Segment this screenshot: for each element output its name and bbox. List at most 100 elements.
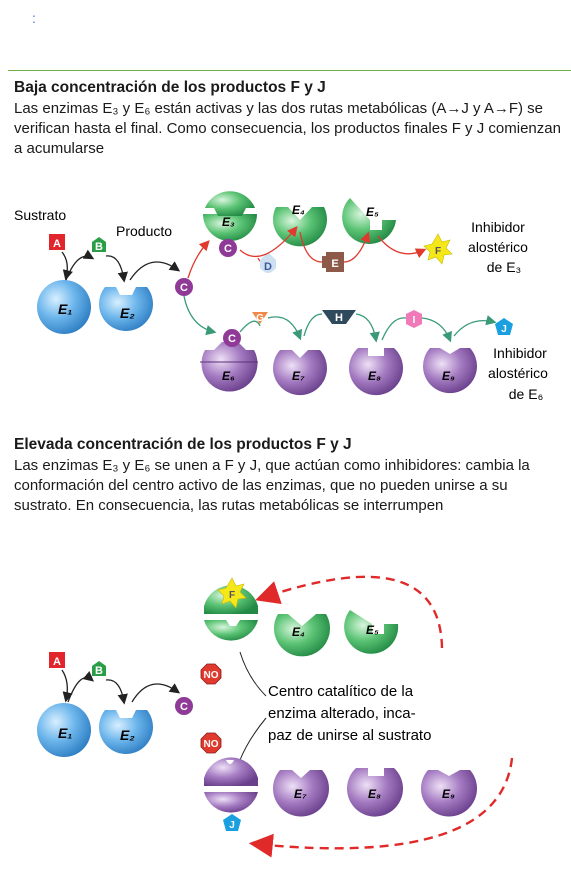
- enzyme-e5: E₅: [342, 198, 396, 245]
- svg-text:E: E: [331, 258, 338, 270]
- arrow-d-e4: [239, 225, 298, 258]
- metabolite-j: [495, 318, 513, 335]
- inhib-e6-line3: de E₆: [509, 386, 543, 402]
- metabolite-b: [92, 237, 106, 252]
- enzyme-e8-2: E₈: [347, 768, 403, 817]
- enzyme-e6: E₆: [200, 342, 258, 392]
- svg-text:C: C: [224, 243, 232, 255]
- note-pointer-top: [239, 651, 267, 697]
- metabolite-f-bound: [217, 577, 247, 609]
- svg-text:F: F: [435, 246, 441, 257]
- svg-text:E₇: E₇: [294, 787, 307, 801]
- inhib-e6-line1: Inhibidor: [493, 345, 547, 361]
- enzyme-e2: E₂: [99, 287, 154, 331]
- no-sign-bottom: NO: [200, 732, 222, 754]
- svg-text:E₄: E₄: [292, 625, 305, 639]
- diagram-low-concentration: Sustrato Producto A B E₁ E₂ C E₃ C E₄ D …: [14, 191, 548, 402]
- enzyme-e1-2: E₁: [37, 703, 91, 757]
- svg-text:D: D: [264, 261, 272, 273]
- inhib-e3-line2: alostérico: [468, 239, 528, 255]
- svg-text:E₈: E₈: [368, 787, 381, 801]
- svg-text:E₅: E₅: [366, 205, 379, 219]
- enzyme-e8: E₈: [349, 348, 403, 396]
- enzyme-e3: E₃: [203, 191, 257, 241]
- enzyme-e7-2: E₇: [273, 770, 329, 817]
- svg-text:E₂: E₂: [120, 727, 135, 743]
- svg-text:E₃: E₃: [222, 215, 235, 229]
- svg-text:E₄: E₄: [292, 203, 305, 217]
- enzyme-e9-2: E₉: [421, 770, 478, 817]
- section1-body: Las enzimas E₃ y E₆ están activas y las …: [14, 100, 561, 157]
- metabolite-g: [252, 312, 268, 324]
- metabolite-h: [322, 310, 356, 324]
- arrow-b-e2: [105, 255, 128, 283]
- metabolite-e: [326, 252, 344, 272]
- arrow-e-e5: [343, 231, 371, 263]
- inhib-e3-line1: Inhibidor: [471, 219, 525, 235]
- metabolite-c-e6: [223, 329, 241, 347]
- note-line3: paz de unirse al sustrato: [268, 727, 431, 744]
- section-divider: [8, 70, 571, 71]
- metabolite-a: [49, 234, 65, 250]
- arrow-a-e1: [61, 251, 73, 281]
- svg-text:H: H: [335, 312, 343, 324]
- svg-text:I: I: [413, 315, 416, 326]
- feedback-arrow-f: [255, 575, 444, 649]
- arrow-e9-j: [453, 315, 497, 337]
- enzyme-e9: E₉: [423, 348, 478, 394]
- sustrato-label: Sustrato: [14, 207, 66, 223]
- svg-text:E₁: E₁: [58, 725, 72, 741]
- no-sign-top: NO: [200, 663, 222, 685]
- svg-text:F: F: [229, 590, 235, 601]
- svg-text:E₅: E₅: [366, 623, 379, 637]
- feedback-arrow-j: [248, 757, 514, 858]
- svg-text:E₉: E₉: [442, 787, 455, 801]
- svg-text:NO: NO: [204, 670, 219, 681]
- metabolite-d: [260, 252, 276, 273]
- svg-text:E₉: E₉: [442, 369, 455, 383]
- svg-text:E₆: E₆: [222, 369, 235, 383]
- svg-text:C: C: [228, 333, 236, 345]
- note-line2: enzima alterado, inca-: [268, 705, 416, 722]
- svg-text:J: J: [501, 324, 507, 335]
- metabolite-c-2: [175, 697, 193, 715]
- enzyme-e4: E₄: [273, 203, 327, 247]
- enzyme-e2-2: E₂: [99, 710, 154, 754]
- svg-text:B: B: [95, 241, 103, 253]
- arrow-c-e6: [183, 295, 217, 336]
- svg-text:E₈: E₈: [368, 369, 381, 383]
- inhib-e3-line3: de E₃: [487, 259, 522, 275]
- diagram-high-concentration: A B E₁ E₂ C NO NO F E₄ E₅ Centro catalít…: [37, 575, 514, 858]
- arrow-e2-c: [129, 261, 181, 281]
- section2-body: Las enzimas E₃ y E₆ se unen a F y J, que…: [14, 457, 530, 514]
- note-line1: Centro catalítico de la: [268, 683, 414, 700]
- svg-text:A: A: [53, 656, 61, 668]
- top-mark: :: [32, 10, 36, 26]
- svg-text:B: B: [95, 665, 103, 677]
- enzyme-e5-2: E₅: [344, 610, 399, 654]
- arrow-h-e8: [355, 313, 380, 343]
- arrow-g-e7: [267, 316, 303, 341]
- svg-text:E₇: E₇: [292, 369, 305, 383]
- arrow-i-e9: [421, 317, 452, 343]
- producto-label: Producto: [116, 223, 172, 239]
- arrow-e5-f: [377, 235, 427, 258]
- metabolite-a-2: [49, 652, 65, 668]
- svg-text:E₂: E₂: [120, 305, 135, 321]
- enzyme-e1: E₁: [37, 280, 91, 334]
- enzyme-e7: E₇: [273, 350, 327, 396]
- svg-text:NO: NO: [204, 739, 219, 750]
- svg-text:C: C: [180, 701, 188, 713]
- svg-text:J: J: [229, 820, 235, 831]
- enzyme-e6-inhibited: [204, 757, 258, 813]
- metabolite-i: [406, 310, 422, 328]
- note-pointer-bottom: [239, 717, 267, 761]
- svg-text:C: C: [180, 282, 188, 294]
- metabolite-c-e3: [219, 239, 237, 257]
- svg-text:E₁: E₁: [58, 301, 72, 317]
- inhib-e6-line2: alostérico: [488, 365, 548, 381]
- section2-title: Elevada concentración de los productos F…: [14, 436, 352, 453]
- arrow-e1-b: [65, 249, 95, 281]
- section1-title: Baja concentración de los productos F y …: [14, 79, 326, 96]
- arrow-c-e3: [187, 240, 210, 279]
